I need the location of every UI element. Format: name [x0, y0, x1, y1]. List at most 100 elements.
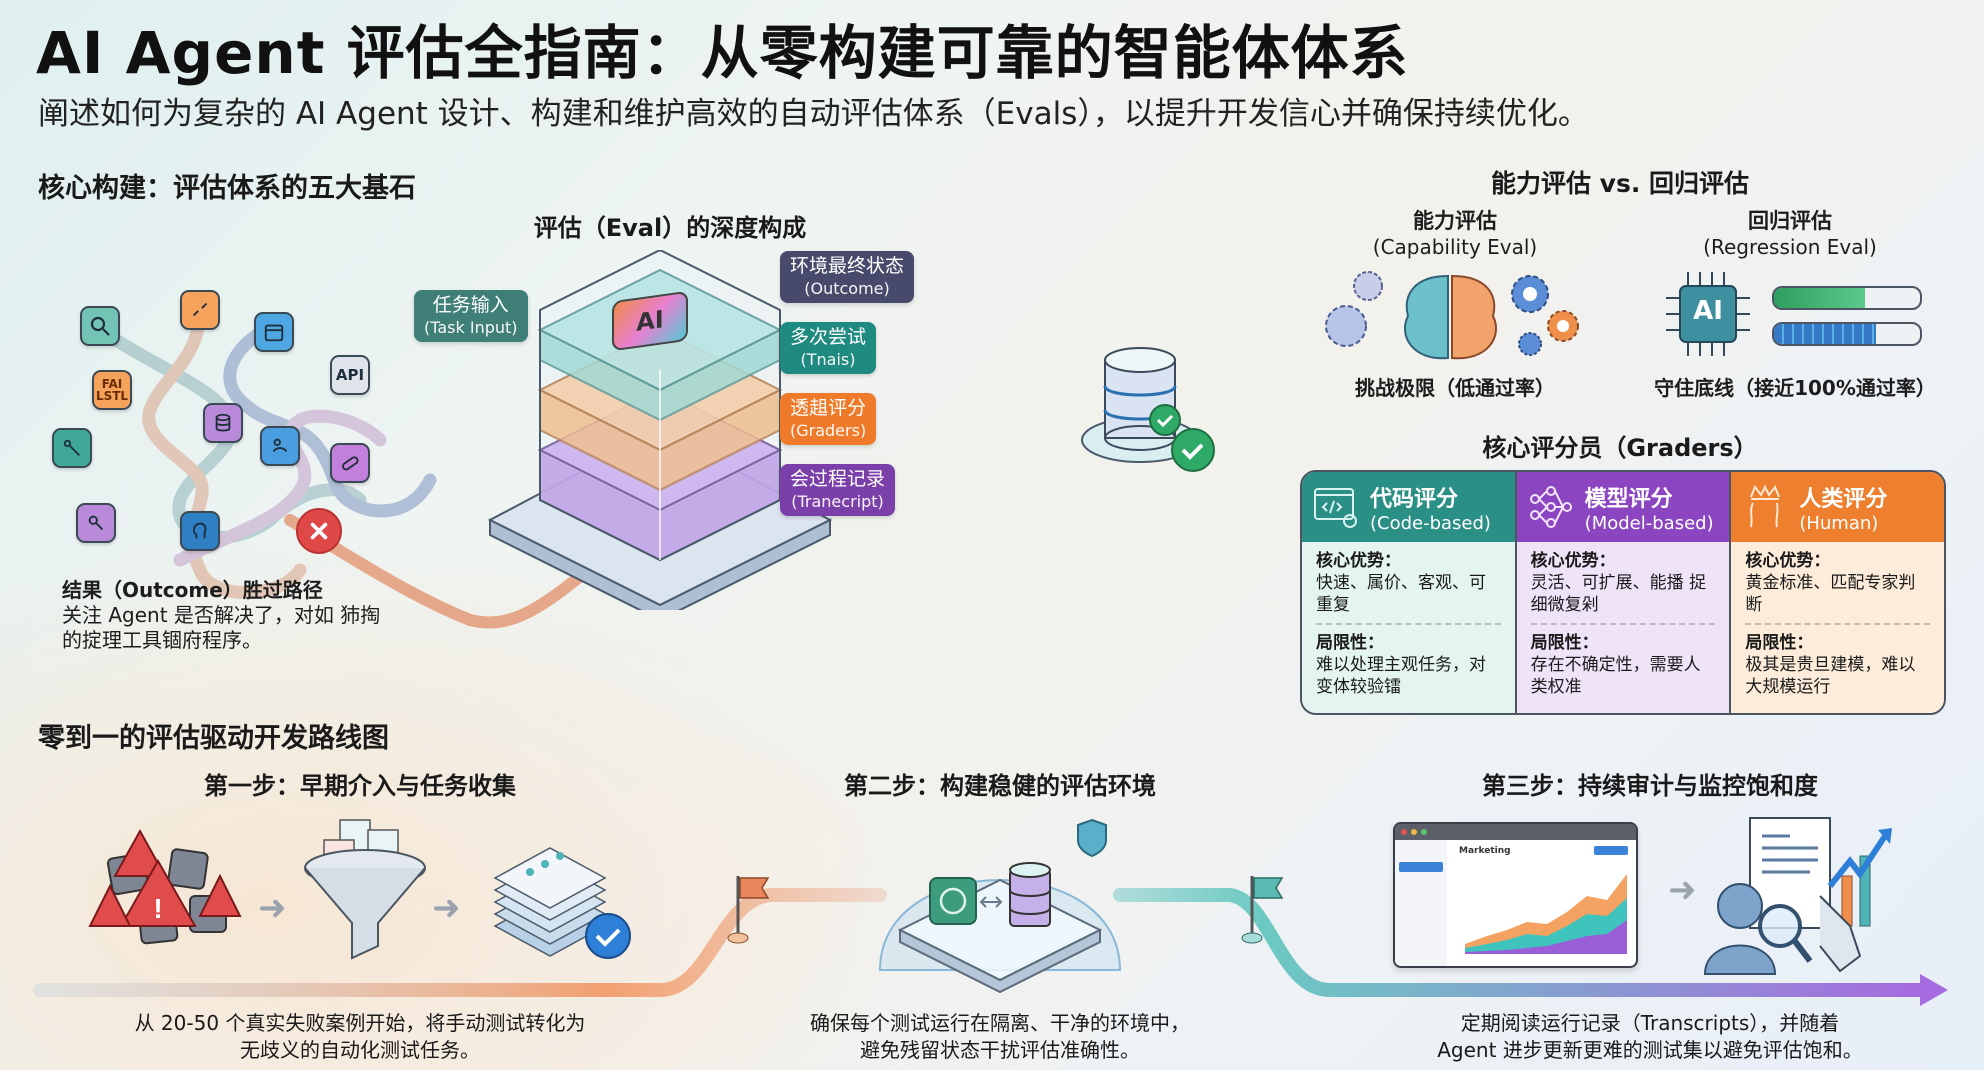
- capability-caption: 挑战极限（低通过率）: [1355, 376, 1555, 400]
- sandbox-dome-icon: [878, 818, 1122, 994]
- advantage-label: 核心优势：: [1745, 551, 1831, 571]
- divider: [1530, 623, 1716, 626]
- step3-description: 定期阅读运行记录（Transcripts），并随着 Agent 进步更新更难的测…: [1400, 1010, 1900, 1064]
- step1-desc-line1: 从 20-50 个真实失败案例开始，将手动测试转化为: [134, 1011, 586, 1035]
- roadmap-heading: 零到一的评估驱动开发路线图: [38, 723, 389, 754]
- file-list-icon: FAI LSTL: [92, 370, 132, 410]
- api-icon: API: [330, 355, 370, 395]
- tool-path-network: [93, 303, 606, 629]
- arrow-right-icon: ➜: [258, 888, 287, 928]
- crowned-head-icon: [1750, 484, 1781, 528]
- grader-code-body: 核心优势： 快速、属价、客观、可重复 局限性： 难以处理主观任务，对变体较验镭: [1302, 542, 1515, 713]
- head-profile-icon: [180, 511, 220, 551]
- api-label: API: [335, 366, 365, 384]
- grader-code-limits: 难以处理主观任务，对变体较验镭: [1316, 655, 1486, 698]
- step1-desc-line2: 无歧义的自动化测试任务。: [240, 1038, 480, 1062]
- failure-cases-icon: !: [88, 828, 242, 945]
- dashboard-sidebar: [1395, 840, 1447, 966]
- outcome-note-title: 结果（Outcome）胜过路径: [62, 578, 323, 602]
- flag-orange-icon: [727, 876, 770, 944]
- limit-label: 局限性：: [1316, 633, 1384, 654]
- layer-tag-en: (Graders): [790, 420, 867, 440]
- ai-chip-icon: AI: [612, 290, 688, 352]
- grader-model-advantages: 灵活、可扩展、能播 捉细微复剁: [1530, 573, 1707, 616]
- dashboard-window: Marketing: [1393, 822, 1638, 968]
- layer-tag-zh: 任务输入: [432, 294, 509, 316]
- layer-tag-graders: 透趄评分(Graders): [780, 393, 877, 445]
- step1-title: 第一步：早期介入与任务收集: [204, 772, 516, 800]
- capability-title: 能力评估: [1413, 209, 1497, 233]
- capability-en: (Capability Eval): [1372, 235, 1538, 259]
- grader-code-title: 代码评分: [1370, 486, 1459, 512]
- layer-tag-trials: 多次尝试(Tnais): [780, 322, 877, 374]
- database-icon: [203, 403, 243, 443]
- arrow-right-icon: ➜: [432, 888, 461, 928]
- bandage-icon: [330, 443, 370, 483]
- core-section-heading: 核心构建：评估体系的五大基石: [38, 173, 416, 204]
- step2-desc-line1: 确保每个测试运行在隔离、干净的环境中，: [810, 1011, 1190, 1035]
- layer-tag-en: (Tnais): [800, 349, 856, 369]
- regression-bar-blue: [1772, 322, 1922, 346]
- step3-title: 第三步：持续审计与监控饱和度: [1482, 772, 1818, 800]
- dashboard-title: Marketing: [1459, 846, 1511, 856]
- regression-en: (Regression Eval): [1703, 235, 1877, 259]
- ai-processor-icon: AI: [1662, 268, 1754, 360]
- test-suite-stack-icon: [493, 847, 631, 959]
- layer-tag-transcript: 会过程记录(Tranecript): [780, 464, 896, 516]
- database-check-icon: [1081, 347, 1215, 472]
- page-subtitle: 阐述如何为复杂的 AI Agent 设计、构建和维护高效的自动评估体系（Eval…: [38, 96, 1589, 132]
- page-title: AI Agent 评估全指南：从零构建可靠的智能体体系: [36, 19, 1409, 87]
- grader-human-body: 核心优势： 黄金标准、匹配专家判断 局限性： 极其是贵旦建模，难以大规模运行: [1731, 542, 1944, 713]
- advantage-label: 核心优势：: [1530, 551, 1616, 571]
- step2-desc-line2: 避免残留状态干扰评估准确性。: [860, 1038, 1140, 1062]
- ai-chip-label: AI: [636, 305, 664, 337]
- neural-network-icon: [1529, 486, 1572, 528]
- limit-label: 局限性：: [1530, 633, 1599, 654]
- ai-processor-label: AI: [1693, 296, 1723, 326]
- calendar-icon: [254, 312, 294, 352]
- grader-code-en: (Code-based): [1370, 512, 1491, 534]
- grader-code: 代码评分(Code-based) 核心优势： 快速、属价、客观、可重复 局限性：…: [1302, 472, 1517, 713]
- grader-code-header: 代码评分(Code-based): [1302, 472, 1515, 542]
- limit-label: 局限性：: [1745, 633, 1814, 654]
- outcome-note: 结果（Outcome）胜过路径 关注 Agent 是否解决了，对如 犻掏的掟理工…: [62, 578, 382, 653]
- funnel-icon: [304, 819, 426, 960]
- layer-tag-en: (Outcome): [804, 278, 890, 298]
- window-titlebar: [1395, 824, 1636, 840]
- grader-human: 人类评分(Human) 核心优势： 黄金标准、匹配专家判断 局限性： 极其是贵旦…: [1731, 472, 1944, 713]
- audit-review-icon: [1703, 817, 1892, 975]
- grader-model-header: 模型评分(Model-based): [1516, 472, 1730, 542]
- search-icon: [80, 306, 120, 346]
- stack-base-side: [489, 518, 831, 610]
- fail-label-2: LSTL: [95, 389, 129, 403]
- grader-model-limits: 存在不确定性，需要人类权准: [1530, 655, 1701, 698]
- path-blue: [223, 323, 437, 518]
- grader-model: 模型评分(Model-based) 核心优势： 灵活、可扩展、能播 捉细微复剁 …: [1516, 472, 1732, 713]
- layer-tag-zh: 环境最终状态: [790, 255, 905, 277]
- arrow-right-icon: ➜: [1668, 870, 1697, 910]
- regression-bar-green-fill: [1774, 288, 1865, 308]
- dashboard-area-chart: [1465, 874, 1627, 954]
- regression-title: 回归评估: [1748, 209, 1832, 233]
- layer-tag-en: (Tranecript): [791, 491, 884, 511]
- path-orange: [142, 303, 307, 599]
- link-icon: [180, 290, 220, 330]
- divider: [1316, 623, 1501, 626]
- step2-description: 确保每个测试运行在隔离、干净的环境中， 避免残留状态干扰评估准确性。: [760, 1010, 1240, 1064]
- grader-model-title: 模型评分: [1584, 486, 1673, 512]
- layer-tag-task-input: 任务输入(Task Input): [414, 290, 528, 342]
- step2-title: 第二步：构建稳健的评估环境: [844, 772, 1156, 800]
- search-person-icon: [76, 503, 116, 543]
- brain-gears-icon: [1325, 271, 1579, 360]
- step1-description: 从 20-50 个真实失败案例开始，将手动测试转化为 无歧义的自动化测试任务。: [100, 1010, 620, 1064]
- path-outcome: [284, 514, 606, 629]
- layer-tag-zh: 多次尝试: [790, 326, 867, 348]
- path-purple: [173, 409, 387, 567]
- grader-human-limits: 极其是贵旦建模，难以大规模运行: [1745, 655, 1916, 698]
- eval-stack-illustration: [487, 250, 833, 610]
- divider: [1745, 623, 1931, 626]
- comparison-heading: 能力评估 vs. 回归评估: [1490, 169, 1750, 198]
- grader-human-title: 人类评分: [1799, 486, 1888, 512]
- grader-code-advantages: 快速、属价、客观、可重复: [1316, 573, 1486, 616]
- layer-tag-zh: 会过程记录: [790, 468, 886, 490]
